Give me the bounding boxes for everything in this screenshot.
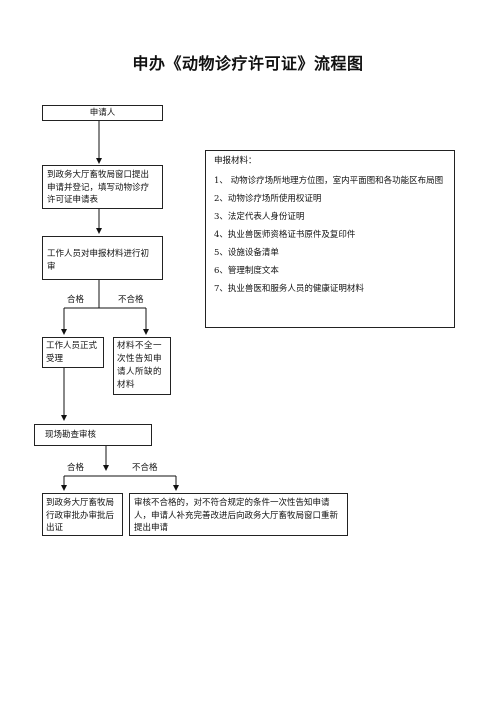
- materials-list: 1、 动物诊疗场所地理方位图，室内平面图和各功能区布局图 2、动物诊疗场所使用权…: [214, 175, 446, 296]
- node-approval: 到政务大厅畜牧局行政审批办审批后出证: [42, 493, 123, 536]
- label-fail-2: 不合格: [132, 463, 158, 473]
- node-approval-label: 到政务大厅畜牧局行政审批办审批后出证: [46, 498, 115, 533]
- materials-item: 5、设施设备清单: [214, 248, 279, 258]
- node-register-label: 到政务大厅畜牧局窗口提出申请并登记，填写动物诊疗许可证申请表: [47, 170, 150, 205]
- materials-item: 4、执业兽医师资格证书原件及复印件: [214, 230, 356, 240]
- materials-heading: 申报材料：: [214, 156, 257, 166]
- node-rejection-label: 审核不合格的，对不符合规定的条件一次性告知申请人，申请人补充完善改进后向政务大厅…: [134, 498, 339, 533]
- node-preliminary-review: 工作人员对申报材料进行初审: [42, 236, 163, 280]
- page-title: 申办《动物诊疗许可证》流程图: [132, 54, 364, 73]
- label-pass-2: 合格: [67, 463, 85, 473]
- node-preliminary-review-label: 工作人员对申报材料进行初审: [47, 249, 150, 272]
- materials-item: 6、管理制度文本: [214, 266, 279, 276]
- materials-item: 1、 动物诊疗场所地理方位图，室内平面图和各功能区布局图: [214, 176, 444, 186]
- node-incomplete-notice: 材料不全一次性告知申请人所缺的材料: [113, 337, 171, 395]
- materials-panel: 申报材料： 1、 动物诊疗场所地理方位图，室内平面图和各功能区布局图 2、动物诊…: [205, 150, 455, 328]
- materials-item: 2、动物诊疗场所使用权证明: [214, 194, 322, 204]
- label-fail-1: 不合格: [118, 295, 144, 305]
- node-register: 到政务大厅畜牧局窗口提出申请并登记，填写动物诊疗许可证申请表: [42, 165, 163, 209]
- node-applicant-label: 申请人: [89, 108, 116, 118]
- node-incomplete-notice-label: 材料不全一次性告知申请人所缺的材料: [117, 341, 163, 390]
- node-formal-acceptance-label: 工作人员正式受理: [46, 341, 98, 364]
- node-site-inspection: 现场勘查审核: [34, 424, 152, 446]
- node-rejection: 审核不合格的，对不符合规定的条件一次性告知申请人，申请人补充完善改进后向政务大厅…: [129, 493, 348, 536]
- node-site-inspection-label: 现场勘查审核: [45, 430, 97, 440]
- label-pass-1: 合格: [67, 295, 85, 305]
- materials-item: 3、法定代表人身份证明: [214, 212, 305, 222]
- node-applicant: 申请人: [42, 105, 163, 121]
- materials-item: 7、执业兽医和服务人员的健康证明材料: [214, 284, 364, 294]
- node-formal-acceptance: 工作人员正式受理: [42, 337, 104, 368]
